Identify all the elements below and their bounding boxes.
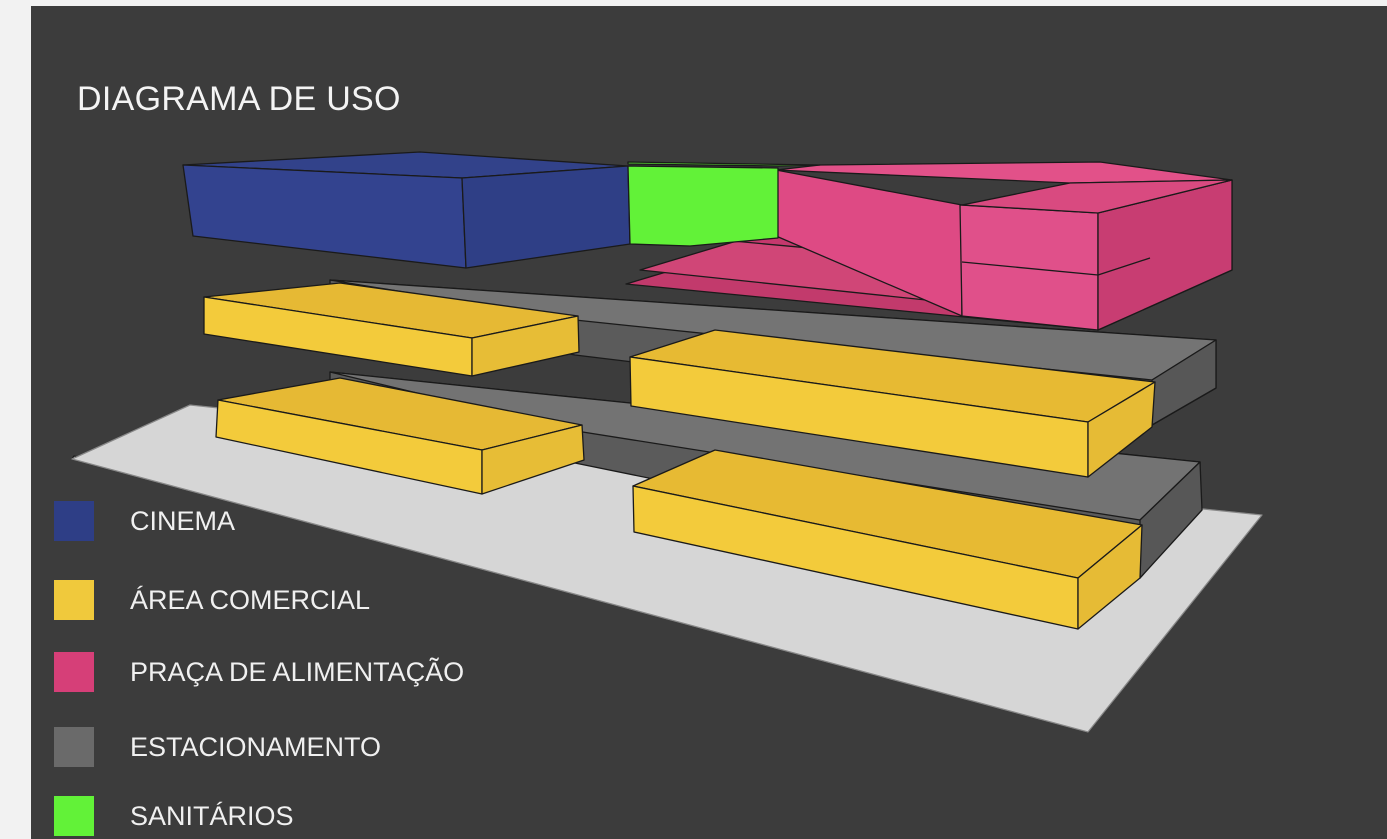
legend-label-parking: ESTACIONAMENTO: [130, 732, 382, 762]
restrooms-block: [627, 161, 821, 247]
legend-label-restrooms: SANITÁRIOS: [130, 801, 294, 831]
legend-item-parking: ESTACIONAMENTO: [54, 727, 654, 767]
legend-swatch-parking: [54, 727, 94, 767]
commercial-block-lower-left: [215, 377, 585, 495]
legend-item-commercial: ÁREA COMERCIAL: [54, 580, 654, 620]
legend-item-cinema: CINEMA: [54, 501, 654, 541]
legend-swatch-restrooms: [54, 796, 94, 836]
legend-item-restrooms: SANITÁRIOS: [54, 796, 654, 836]
legend-label-food-court: PRAÇA DE ALIMENTAÇÃO: [130, 657, 465, 687]
commercial-block-upper-left: [203, 282, 580, 377]
usage-3d-diagram: [71, 151, 1263, 733]
food-court-block: [625, 161, 1233, 331]
legend-swatch-food-court: [54, 652, 94, 692]
cinema-block: [182, 151, 631, 269]
diagram-title: DIAGRAMA DE USO: [77, 80, 401, 118]
diagram-panel: DIAGRAMA DE USO CINEMA ÁREA COMERCIAL PR…: [31, 6, 1387, 839]
legend-swatch-commercial: [54, 580, 94, 620]
legend-label-commercial: ÁREA COMERCIAL: [130, 585, 371, 615]
commercial-block-lower-right: [632, 449, 1143, 630]
legend-item-food-court: PRAÇA DE ALIMENTAÇÃO: [54, 652, 654, 692]
commercial-block-upper-right: [629, 329, 1156, 478]
legend-swatch-cinema: [54, 501, 94, 541]
legend-label-cinema: CINEMA: [130, 506, 236, 536]
